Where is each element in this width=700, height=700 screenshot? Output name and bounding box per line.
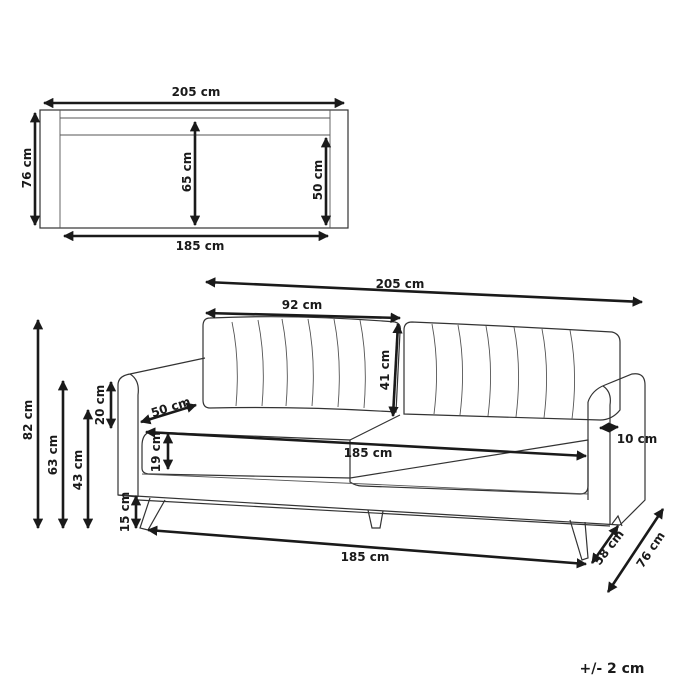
base-width-arrow	[146, 525, 588, 569]
front-view-dimensions: 205 cm 92 cm 41 cm 82 cm 63 cm 43 cm 20 …	[21, 277, 668, 593]
top-inner-width-label: 185 cm	[176, 239, 225, 253]
backrest-height-arrow	[388, 322, 403, 418]
cushion-width-arrow	[204, 308, 402, 323]
seat-height-label: 43 cm	[71, 450, 85, 491]
top-width-label: 205 cm	[172, 85, 221, 99]
arm-width-label: 10 cm	[617, 432, 658, 446]
total-depth-label: 76 cm	[634, 529, 668, 570]
inner-depth-label: 58 cm	[591, 527, 627, 568]
front-width-arrow	[204, 277, 644, 307]
front-width-label: 205 cm	[376, 277, 425, 291]
seat-width-label: 185 cm	[344, 446, 393, 460]
top-inner-depth-label: 50 cm	[311, 160, 325, 201]
top-seat-depth-label: 65 cm	[180, 152, 194, 193]
seat-depth-label: 50 cm	[149, 394, 192, 420]
arm-above-seat-label: 20 cm	[93, 385, 107, 426]
arm-height-label: 63 cm	[46, 435, 60, 476]
seat-cushion-height-label: 19 cm	[149, 432, 163, 473]
leg-height-label: 15 cm	[118, 492, 132, 533]
top-depth-label: 76 cm	[20, 148, 34, 189]
tolerance-note: +/- 2 cm	[579, 661, 644, 677]
backrest-height-label: 41 cm	[378, 350, 392, 391]
seat-width-arrow	[144, 427, 588, 461]
arm-width-arrow	[598, 422, 620, 433]
cushion-width-label: 92 cm	[282, 298, 323, 312]
seat-depth-arrow	[140, 402, 197, 425]
top-view: 205 cm 76 cm 65 cm 50 cm 185 cm	[20, 85, 349, 253]
total-depth-arrow	[606, 508, 665, 593]
base-width-label: 185 cm	[341, 550, 390, 564]
total-height-label: 82 cm	[21, 400, 35, 441]
